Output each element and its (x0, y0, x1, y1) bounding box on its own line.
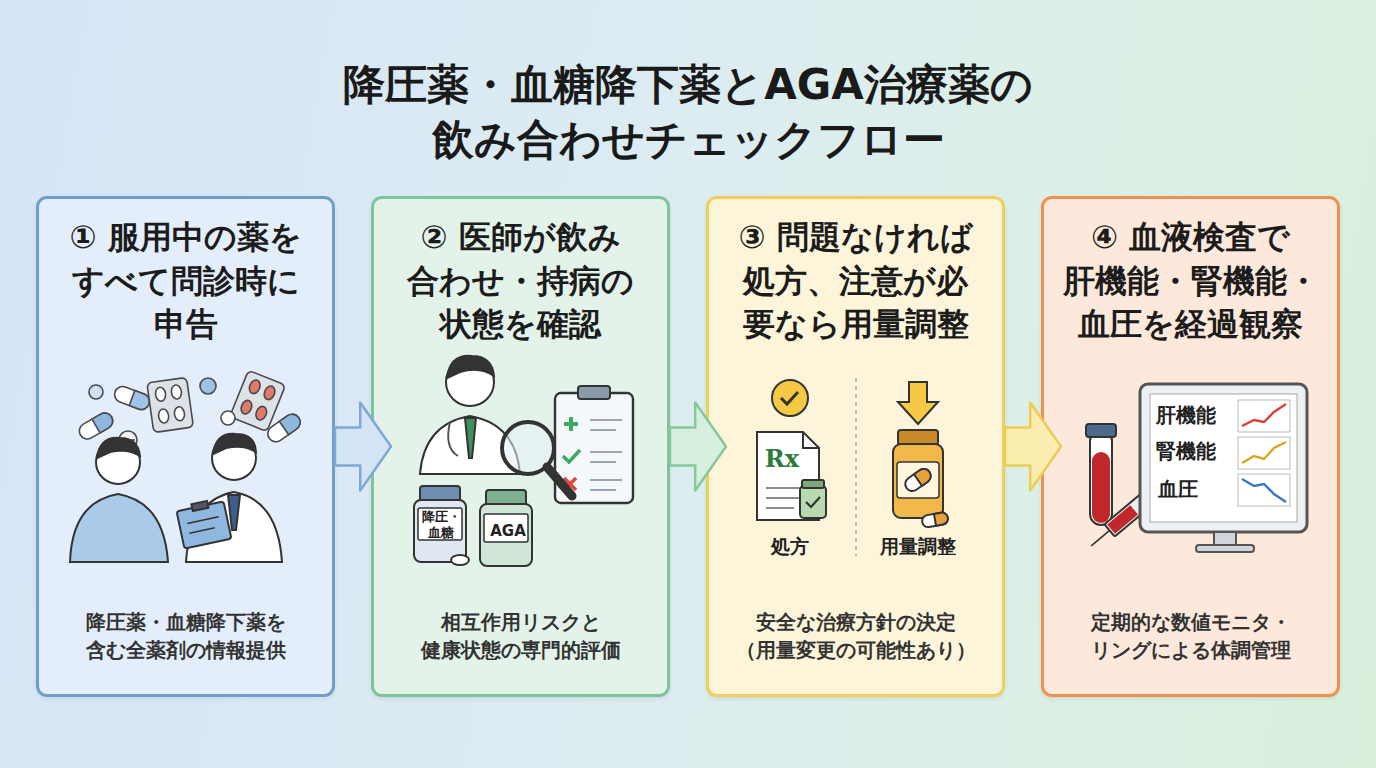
step-description: 定期的な数値モニタ・ リングによる体調管理 (1046, 608, 1335, 665)
step-description: 安全な治療方針の決定 （用量変更の可能性あり） (711, 608, 1000, 665)
flow-arrow (1005, 403, 1061, 491)
step-heading: ② 医師が飲み 合わせ・持病の 状態を確認 (376, 216, 665, 347)
icon-label: 用量調整 (868, 534, 968, 559)
monitor-label: 肝機能 (1156, 403, 1236, 427)
step-description: 降圧薬・血糖降下薬を 含む全薬剤の情報提供 (41, 608, 330, 665)
bottle-label: 降圧・ 血糖 (417, 509, 465, 540)
monitor-label: 血圧 (1158, 477, 1238, 501)
rx-symbol: Rx (762, 446, 802, 472)
diagram-title: 降圧薬・血糖降下薬とAGA治療薬の 飲み合わせチェックフロー (188, 58, 1188, 167)
icon-label: 処方 (750, 534, 830, 559)
step-box: ② 医師が飲み 合わせ・持病の 状態を確認降圧・ 血糖 AGA 相互作用リスクと 健… (371, 196, 670, 697)
monitor-label: 腎機能 (1156, 439, 1236, 463)
step-box: ① 服用中の薬を すべて問診時に 申告降圧薬・血糖降下薬を 含む全薬剤の情報提供 (36, 196, 335, 697)
step-heading: ③ 問題なければ 処方、注意が必 要なら用量調整 (711, 216, 1000, 347)
step-heading: ① 服用中の薬を すべて問診時に 申告 (41, 216, 330, 347)
bottle-label: AGA (480, 522, 536, 540)
flow-arrow (670, 403, 726, 491)
step-heading: ④ 血液検査で 肝機能・腎機能・ 血圧を経過観察 (1046, 216, 1335, 347)
flow-arrow (335, 403, 391, 491)
step-box: ③ 問題なければ 処方、注意が必 要なら用量調整 Rx 処方 用量調整安全な治療方針の… (706, 196, 1005, 697)
step-box: ④ 血液検査で 肝機能・腎機能・ 血圧を経過観察肝機能腎機能血圧定期的な数値モニ… (1041, 196, 1340, 697)
step-description: 相互作用リスクと 健康状態の専門的評価 (376, 608, 665, 665)
